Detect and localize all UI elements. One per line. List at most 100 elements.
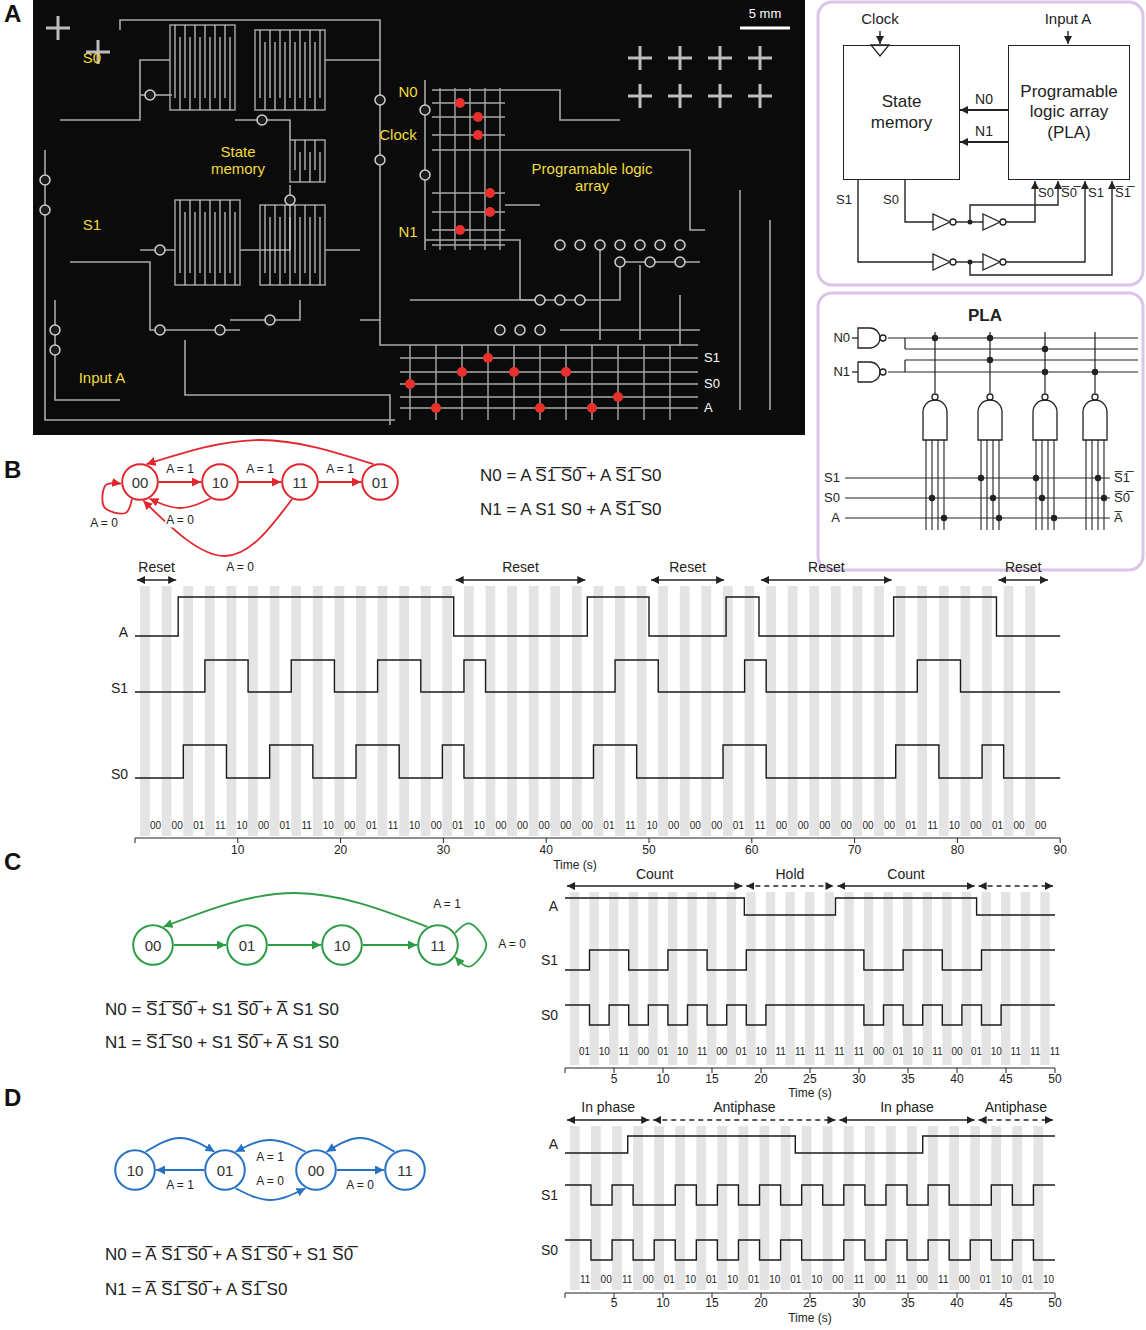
axis-tick-label: 40 (950, 1073, 963, 1087)
alignment-cross (628, 84, 652, 108)
panel-letter: B (4, 456, 21, 484)
grid-channel (513, 345, 514, 420)
channel (769, 220, 771, 410)
state-code: 00 (873, 1046, 884, 1058)
alignment-cross (708, 46, 732, 70)
state-code: 00 (832, 1274, 843, 1286)
node-text: 00 (308, 1162, 325, 1179)
state-code: 00 (959, 1274, 970, 1286)
nand-gate (1083, 400, 1107, 440)
state-code: 00 (258, 820, 269, 832)
clock-pulse (1021, 892, 1030, 1065)
state-code: 01 (579, 1046, 590, 1058)
programmed-valve (509, 367, 519, 377)
state-code: 01 (657, 1046, 668, 1058)
input-line (845, 497, 1110, 498)
valve (145, 90, 155, 100)
valve (265, 315, 275, 325)
block-box: Programable logic array (PLA) (1008, 45, 1130, 180)
valve (155, 245, 165, 255)
clock-pulse (949, 1126, 959, 1290)
node-text: 10 (212, 474, 229, 491)
state-code: 00 (150, 820, 161, 832)
valve (535, 295, 545, 305)
valve (420, 170, 430, 180)
transition-label: N1 (974, 124, 994, 139)
comb-fingers (175, 25, 230, 110)
signal-name: S1 (824, 471, 840, 486)
grid-channel (565, 345, 566, 420)
axis-title: Time (s) (788, 1087, 832, 1101)
node-text: 10 (127, 1162, 144, 1179)
valve (575, 240, 585, 250)
signal-name: S1 (1088, 186, 1104, 201)
mode-label: Hold (776, 866, 805, 882)
state-code: 00 (711, 820, 722, 832)
state-code: 10 (323, 820, 334, 832)
mode-label: In phase (581, 1099, 635, 1115)
state-code: 11 (301, 820, 311, 832)
clock-pulse (550, 586, 560, 836)
state-code: 00 (862, 820, 873, 832)
state-code: 11 (580, 1274, 590, 1286)
clock-pulse (570, 892, 579, 1065)
valve (375, 155, 385, 165)
state-code: 10 (755, 1046, 766, 1058)
clock-pulse (802, 1126, 812, 1290)
signal-name: S̅1̅ (1115, 186, 1131, 201)
grid-channel (432, 149, 505, 150)
clock-pulse (970, 1126, 980, 1290)
trace-name: A (549, 1136, 558, 1152)
state-code: 00 (884, 820, 895, 832)
channel (520, 262, 700, 300)
axis-tick-label: 40 (540, 844, 553, 858)
state-code: 01 (603, 820, 614, 832)
programmed-valve (473, 130, 483, 140)
clock-pulse (162, 586, 172, 836)
programmed-valve (613, 392, 623, 402)
signal-name: N1 (833, 365, 850, 380)
connection-dot (1033, 475, 1039, 481)
logic-equation: N0 = A̅ S̅1̅ S̅0̅ + A S̅1̅ S̅0̅ + S1 S̅0… (105, 1245, 353, 1265)
circle-shape (322, 925, 362, 965)
valve (595, 240, 605, 250)
state-code: 00 (560, 820, 571, 832)
input-wire (1067, 31, 1068, 44)
channel (505, 150, 705, 230)
transition-label: A = 1 (255, 1151, 285, 1164)
channel (679, 295, 681, 345)
clock-pulse (248, 586, 258, 836)
programmed-valve (485, 207, 495, 217)
state-circle: 00 (132, 924, 174, 966)
valve (645, 257, 655, 267)
gate-input (992, 440, 993, 530)
time-axis (135, 837, 1060, 838)
mode-label: Reset (808, 559, 845, 575)
panel-frame (818, 2, 1143, 285)
state-circle: 10 (321, 924, 363, 966)
circle-shape (122, 464, 158, 500)
valve (675, 257, 685, 267)
axis-tick (957, 838, 958, 843)
state-circle: 11 (417, 924, 459, 966)
logic-equation: N0 = A S̅1̅ S̅0̅ + A S̅1̅ S0 (480, 466, 661, 486)
state-code: 00 (582, 820, 593, 832)
clock-pulse (738, 1126, 748, 1290)
circle-shape (227, 925, 267, 965)
axis-tick-label: 90 (1054, 844, 1067, 858)
mode-label: Antiphase (713, 1099, 775, 1115)
gate-bubble (880, 369, 886, 375)
transition-arrow (960, 141, 1008, 143)
node-text: 11 (292, 474, 308, 491)
connection-dot (978, 475, 984, 481)
mode-label: Reset (502, 559, 539, 575)
transition-label: A = 1 (165, 1179, 195, 1192)
gate-input (852, 337, 858, 338)
feedback-wire (970, 181, 1112, 275)
gate-input (1047, 440, 1048, 530)
clock-pulse (928, 1126, 938, 1290)
state-code: 00 (601, 1274, 612, 1286)
state-circle: 00 (295, 1149, 337, 1191)
valve (675, 240, 685, 250)
gate-bubble (987, 394, 993, 400)
